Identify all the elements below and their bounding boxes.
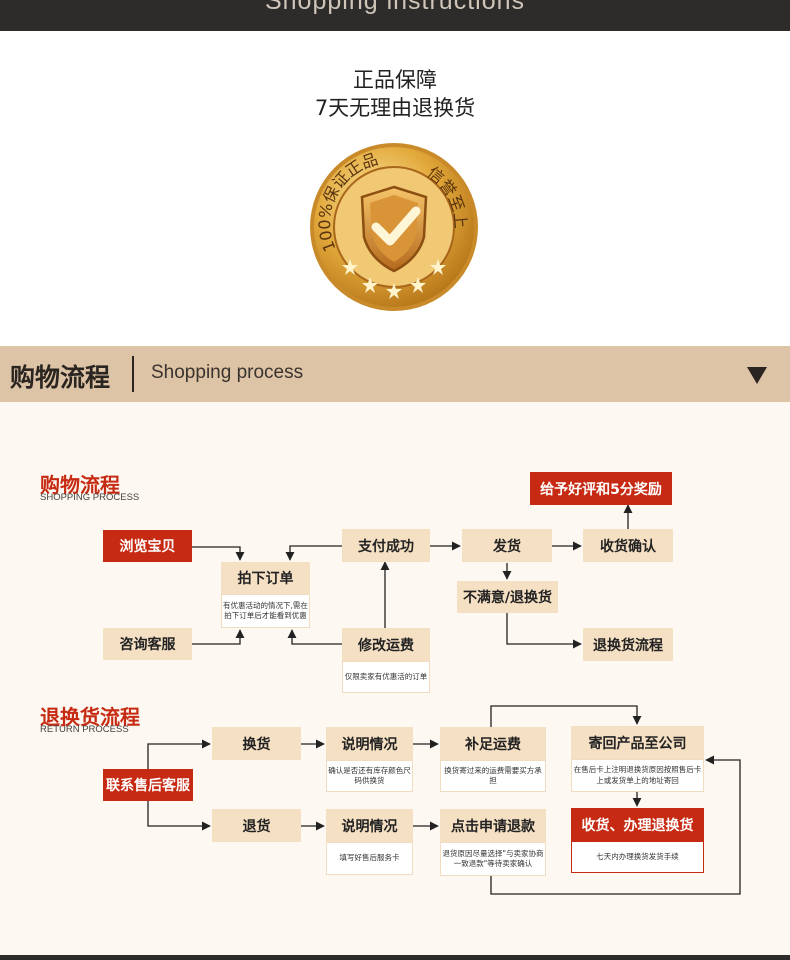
badge-stars (342, 259, 446, 299)
sendback-note: 在售后卡上注明退换货原因按照售后卡上或发货单上的地址寄回 (571, 759, 704, 792)
ship-box: 发货 (462, 529, 552, 562)
top-bar: Shopping instructions (0, 0, 790, 31)
topup-box: 补足运费 (440, 727, 546, 760)
triangle-down-icon[interactable] (747, 367, 767, 384)
review-box: 给予好评和5分奖励 (530, 472, 672, 505)
order-note: 有优惠活动的情况下,需在拍下订单后才能看到优惠 (221, 594, 310, 628)
order-box: 拍下订单 (221, 562, 310, 594)
band-title-en: Shopping process (151, 362, 304, 383)
guarantee-badge: 100%保证正品 信誉至上 (310, 143, 478, 311)
bottom-bar (0, 955, 790, 960)
guarantee-line-1: 正品保障 (353, 68, 437, 92)
exchange-box: 换货 (212, 727, 301, 760)
explain-2-note: 填写好售后服务卡 (326, 842, 413, 875)
guarantee-section: 正品保障 7天无理由退换货 100%保证正品 信誉至上 (0, 31, 790, 346)
explain-2-box: 说明情况 (326, 809, 413, 842)
shopping-title: 购物流程 (40, 473, 120, 497)
modify-box: 修改运费 (342, 628, 430, 661)
return-flow-box: 退换货流程 (583, 628, 673, 661)
returns-title: 退换货流程 (40, 705, 140, 729)
shopping-subtitle: SHOPPING PROCESS (40, 492, 140, 503)
sendback-box: 寄回产品至公司 (571, 726, 704, 759)
top-bar-title: Shopping instructions (264, 0, 526, 15)
section-band: 购物流程 Shopping process (0, 346, 790, 402)
browse-box: 浏览宝贝 (103, 530, 192, 562)
finish-note: 七天内办理换货发货手续 (571, 841, 704, 873)
modify-note: 仅限卖家有优惠活的订单 (342, 661, 430, 693)
refund-box: 退货 (212, 809, 301, 842)
explain-1-box: 说明情况 (326, 727, 413, 760)
guarantee-line-2: 7天无理由退换货 (314, 96, 476, 120)
returns-subtitle: RETURN PROCESS (40, 724, 129, 735)
unsatisfied-box: 不满意/退换货 (457, 581, 558, 613)
pay-box: 支付成功 (342, 529, 430, 562)
topup-note: 换货寄过来的运费需要买方承担 (440, 760, 546, 792)
band-divider (132, 356, 134, 392)
explain-1-note: 确认是否还有库存颜色尺码供换货 (326, 760, 413, 792)
flow-connectors (147, 504, 741, 895)
contact-box: 联系售后客服 (103, 769, 193, 801)
receive-box: 收货确认 (583, 529, 673, 562)
consult-box: 咨询客服 (103, 628, 192, 660)
finish-box: 收货、办理退换货 (571, 808, 704, 841)
apply-refund-box: 点击申请退款 (440, 809, 546, 842)
band-title-cn: 购物流程 (10, 363, 111, 392)
apply-refund-note: 退货原因尽量选择"与卖家协商一致退款"等待卖家确认 (440, 842, 546, 876)
flow-section: 购物流程 SHOPPING PROCESS 浏览宝贝 咨询客服 拍下订单 有优惠… (0, 402, 790, 955)
shield-check-icon (360, 185, 428, 273)
